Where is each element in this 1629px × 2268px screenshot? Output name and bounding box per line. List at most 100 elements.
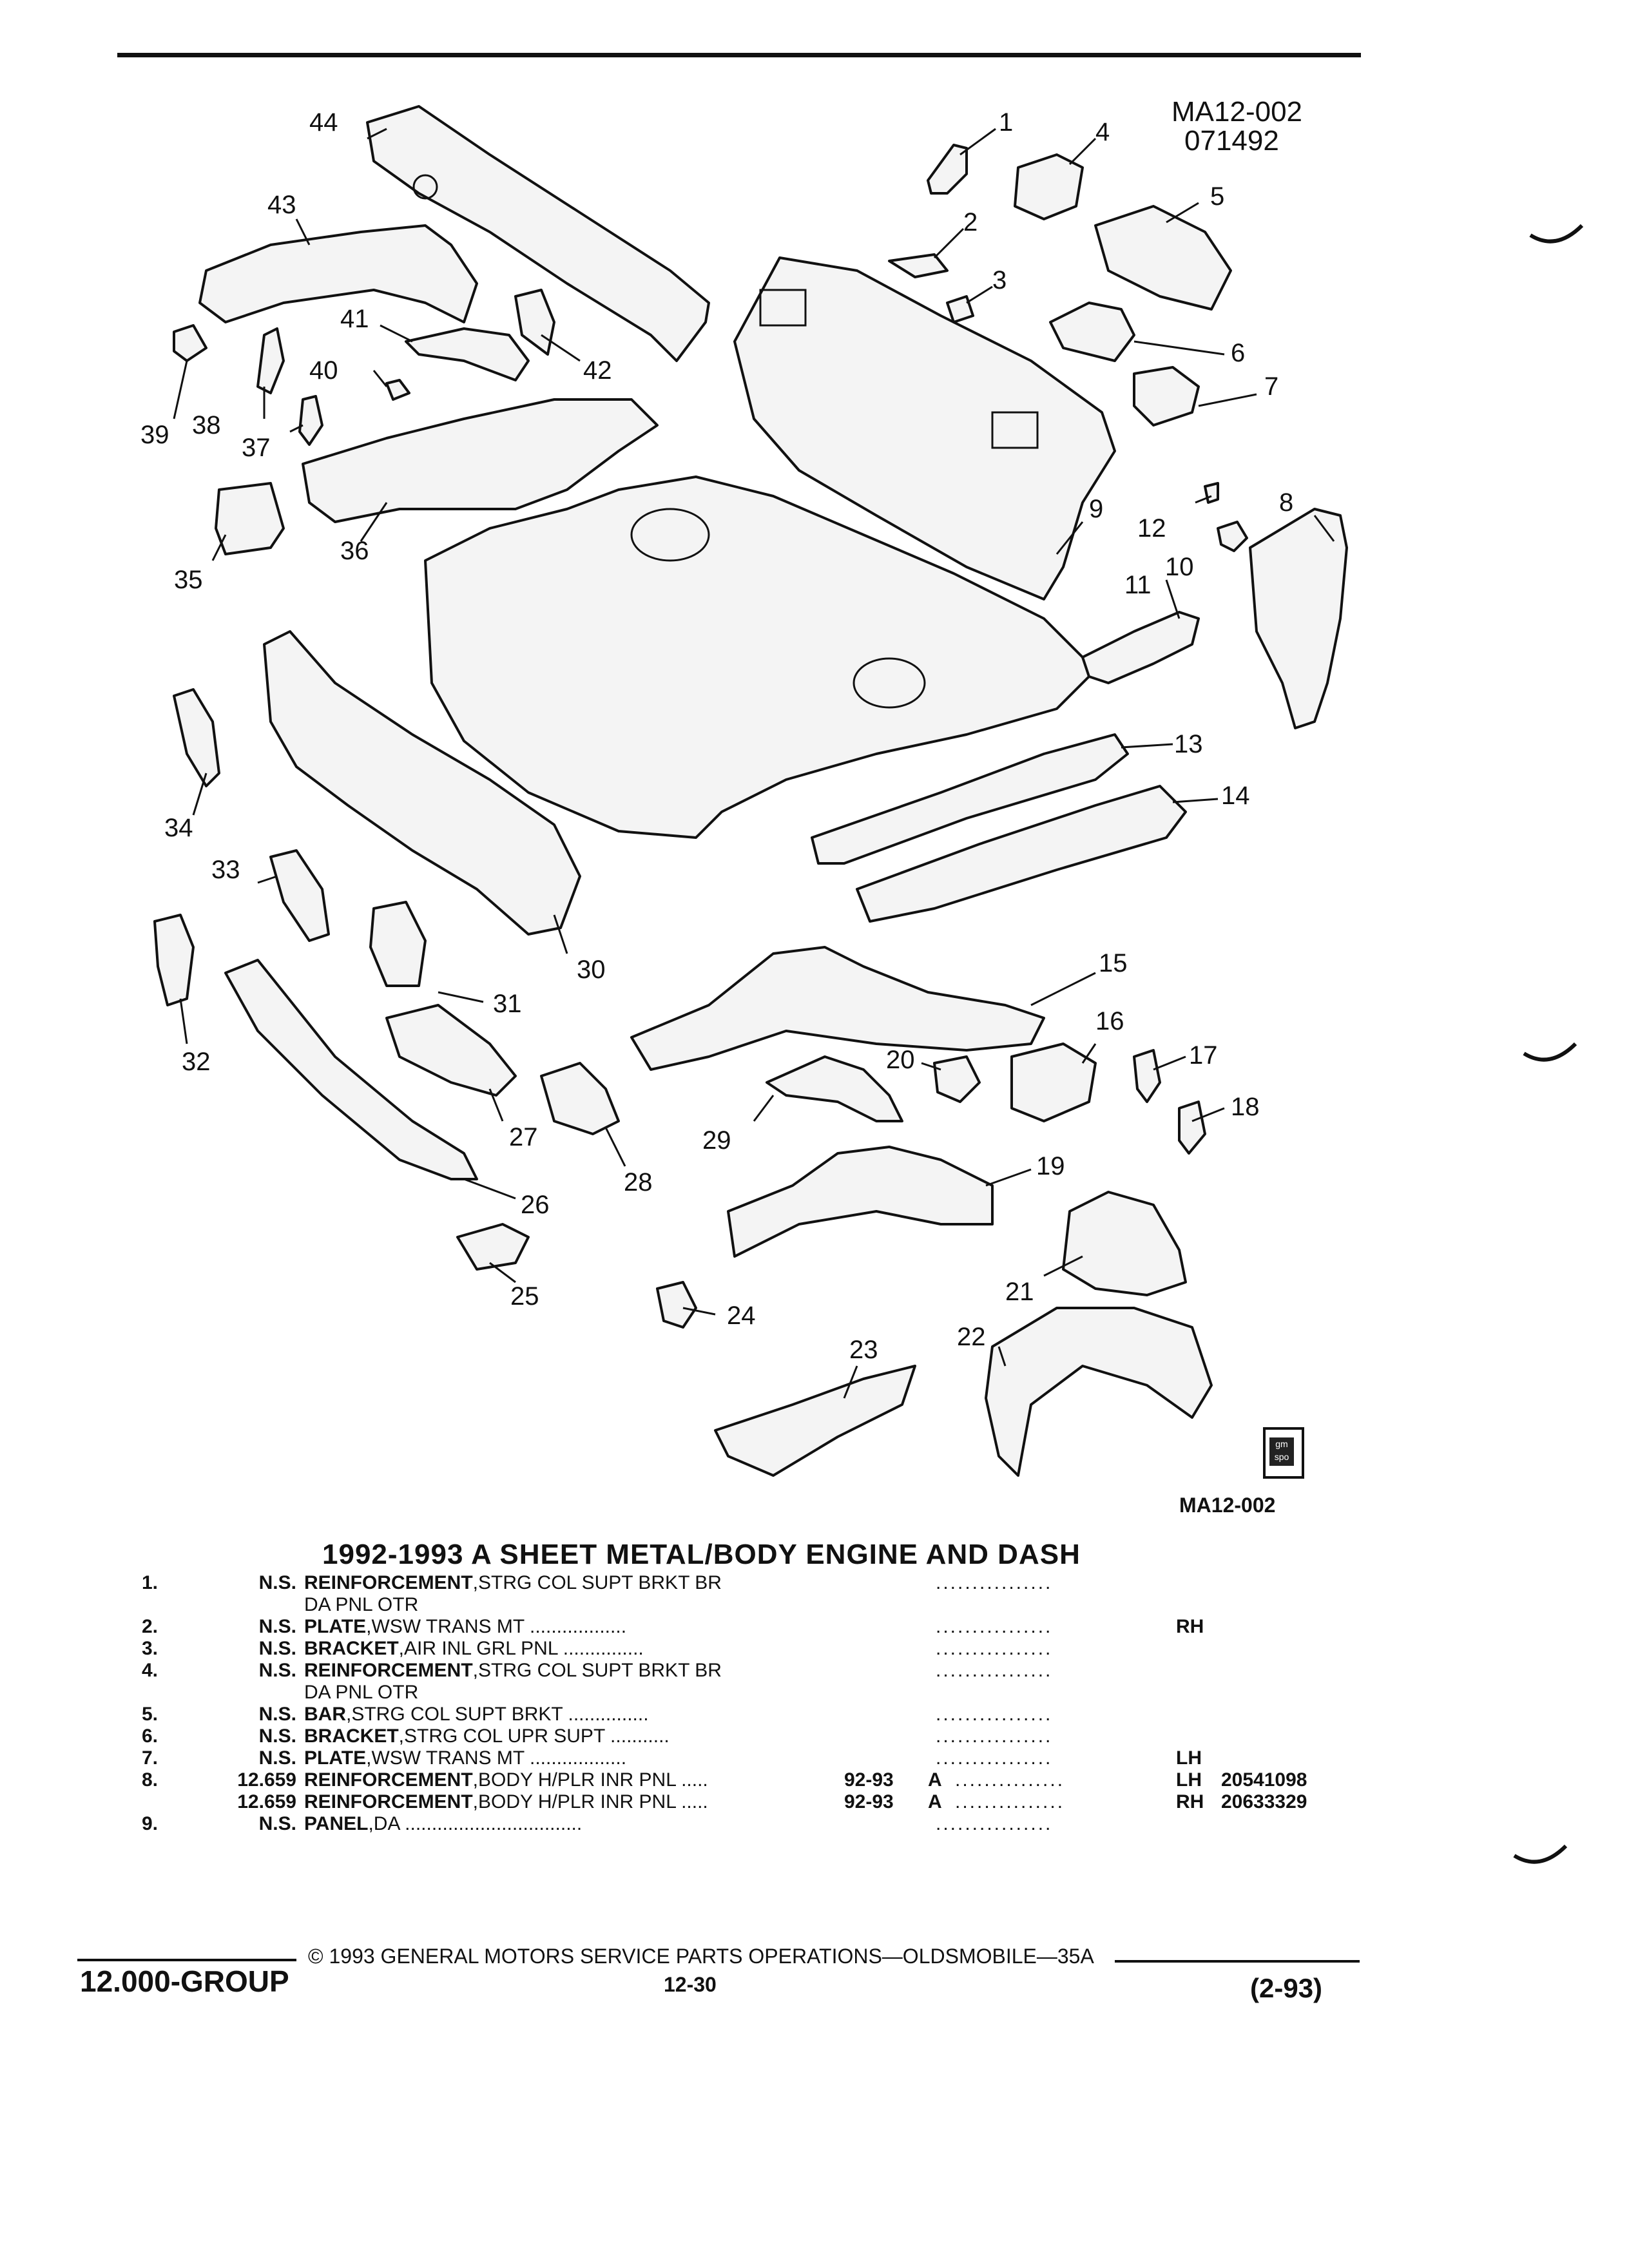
part-9-dash-panel	[733, 256, 1116, 601]
callout-10: 10	[1165, 553, 1194, 581]
callout-9: 9	[1089, 495, 1104, 523]
binder-mark-2	[1523, 1042, 1577, 1062]
parts-list: 1. N.S. REINFORCEMENT,STRG COL SUPT BRKT…	[142, 1572, 1366, 1835]
part-30-radiator-support	[263, 630, 581, 936]
callout-32: 32	[182, 1048, 211, 1076]
part-26-rail	[224, 959, 478, 1180]
part-39-bracket	[173, 324, 207, 362]
row-catalog: N.S.	[258, 1813, 296, 1834]
part-42-plate	[514, 289, 555, 356]
row-name: REINFORCEMENT	[304, 1791, 473, 1812]
row-side: LH	[1176, 1769, 1202, 1791]
row-side: RH	[1176, 1791, 1204, 1812]
dash-opening-right	[991, 411, 1039, 449]
figure-date: 071492	[1184, 125, 1279, 157]
part-41-rail-segment	[405, 327, 530, 381]
part-11-bracket	[1081, 611, 1200, 684]
parts-row-continuation: DA PNL OTR	[142, 1594, 1366, 1616]
part-18-bracket	[1178, 1100, 1206, 1155]
part-5-bar	[1094, 205, 1232, 311]
callout-16: 16	[1095, 1007, 1124, 1035]
part-27-bracket	[385, 1004, 517, 1097]
row-description: REINFORCEMENT,STRG COL SUPT BRKT BR	[304, 1660, 722, 1682]
part-22-wheelhouse	[985, 1307, 1213, 1477]
row-catalog: N.S.	[258, 1747, 296, 1769]
rail-hole	[412, 174, 438, 200]
row-detail: ,BODY H/PLR INR PNL .....	[472, 1769, 708, 1791]
callout-26: 26	[521, 1191, 550, 1219]
row-dots: ................	[936, 1747, 1053, 1769]
row-dots: ...............	[955, 1791, 1065, 1812]
part-4-reinforcement	[1014, 153, 1084, 220]
row-index: 4.	[142, 1660, 159, 1681]
callout-15: 15	[1099, 949, 1128, 977]
part-13-rail	[811, 733, 1129, 865]
row-catalog: N.S.	[258, 1616, 296, 1637]
part-7-plate	[1133, 366, 1200, 427]
row-continuation: DA PNL OTR	[304, 1682, 419, 1703]
row-series: A	[928, 1791, 942, 1812]
callout-21: 21	[1005, 1278, 1034, 1306]
row-continuation: DA PNL OTR	[304, 1594, 419, 1615]
strut-tower-right	[853, 657, 926, 709]
callout-34: 34	[164, 814, 193, 842]
callout-44: 44	[309, 108, 338, 137]
figure-code-bottom: MA12-002	[1179, 1494, 1276, 1517]
row-detail: ,STRG COL SUPT BRKT ...............	[346, 1704, 649, 1725]
row-catalog: 12.659	[237, 1791, 296, 1812]
part-38-bracket	[256, 327, 285, 394]
parts-row: 1. N.S. REINFORCEMENT,STRG COL SUPT BRKT…	[142, 1572, 1366, 1594]
callout-12: 12	[1137, 514, 1166, 543]
callout-6: 6	[1231, 339, 1246, 367]
row-name: REINFORCEMENT	[304, 1769, 473, 1791]
row-dots: ................	[936, 1660, 1053, 1681]
part-8-reinforcement	[1249, 508, 1348, 729]
callout-23: 23	[849, 1336, 878, 1364]
part-28-bracket	[540, 1062, 620, 1135]
row-catalog: N.S.	[258, 1638, 296, 1659]
front-body-shell	[424, 476, 1097, 839]
parts-row: 12.659 REINFORCEMENT,BODY H/PLR INR PNL …	[142, 1791, 1366, 1813]
part-21-tower	[1062, 1191, 1187, 1296]
callout-5: 5	[1210, 182, 1225, 211]
part-43-bracket	[198, 224, 478, 323]
callout-35: 35	[174, 566, 203, 594]
part-44-upper-rail	[366, 105, 710, 362]
callout-29: 29	[702, 1126, 731, 1155]
row-catalog: N.S.	[258, 1572, 296, 1593]
footer-rule-right	[1115, 1960, 1360, 1963]
part-19-rail	[727, 1146, 994, 1258]
callout-1: 1	[999, 108, 1014, 137]
row-catalog: N.S.	[258, 1704, 296, 1725]
row-year: 92-93	[844, 1769, 894, 1791]
part-14-rail	[856, 785, 1187, 923]
callout-31: 31	[493, 990, 522, 1018]
row-name: BAR	[304, 1704, 346, 1725]
callout-28: 28	[624, 1168, 653, 1196]
part-40-clip	[385, 379, 410, 401]
row-catalog: 12.659	[237, 1769, 296, 1791]
row-name: PANEL	[304, 1813, 369, 1834]
part-29-rail	[766, 1055, 903, 1122]
row-year: 92-93	[844, 1791, 894, 1812]
part-17-bracket	[1133, 1049, 1161, 1103]
parts-row-continuation: DA PNL OTR	[142, 1682, 1366, 1704]
callout-27: 27	[509, 1123, 538, 1151]
dash-opening-left	[759, 289, 807, 327]
row-detail: ,STRG COL SUPT BRKT BR	[472, 1572, 722, 1593]
callout-41: 41	[340, 305, 369, 333]
row-side: LH	[1176, 1747, 1202, 1769]
callout-37: 37	[242, 434, 271, 462]
footer-group: 12.000-GROUP	[80, 1965, 289, 1998]
row-side: RH	[1176, 1616, 1204, 1637]
part-36-rail	[302, 398, 659, 523]
callout-40: 40	[309, 356, 338, 385]
parts-row: 6. N.S. BRACKET,STRG COL UPR SUPT ......…	[142, 1725, 1366, 1747]
row-description: PLATE,WSW TRANS MT ..................	[304, 1747, 626, 1769]
callout-42: 42	[583, 356, 612, 385]
row-detail: ,WSW TRANS MT ..................	[366, 1616, 627, 1637]
row-index: 9.	[142, 1813, 159, 1834]
row-series: A	[928, 1769, 942, 1791]
